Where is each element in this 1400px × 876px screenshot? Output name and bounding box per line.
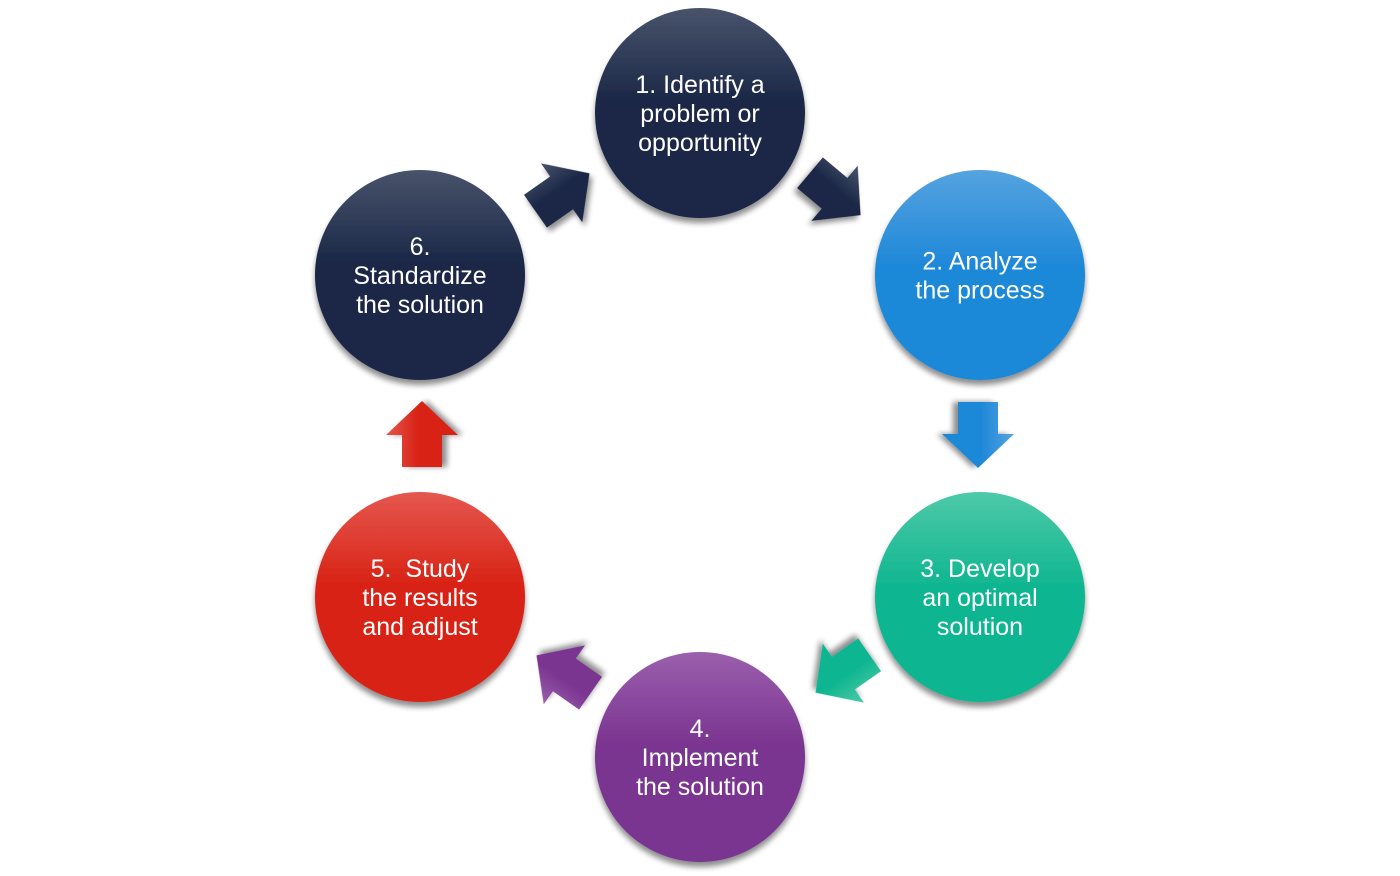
arrow-shape bbox=[536, 645, 603, 710]
arrow-step-2-to-3-icon bbox=[942, 402, 1014, 468]
step-label-line: the results bbox=[362, 584, 477, 612]
step-2-circle bbox=[875, 170, 1085, 380]
arrow-shape bbox=[797, 157, 861, 221]
step-4-circle bbox=[595, 652, 805, 862]
step-label-line: Standardize bbox=[353, 262, 486, 290]
arrow-step-6-to-1-icon bbox=[523, 163, 590, 228]
arrow-step-5-to-6-icon bbox=[386, 401, 458, 467]
step-label-line: 1. Identify a bbox=[635, 71, 764, 99]
arrow-shape bbox=[386, 401, 458, 467]
arrow-step-1-to-2-icon bbox=[797, 157, 861, 221]
arrow-step-4-to-5-icon bbox=[536, 645, 603, 710]
arrow-step-3-to-4-icon bbox=[815, 638, 882, 703]
step-label-line: 4. bbox=[690, 715, 711, 743]
step-label-line: the process bbox=[915, 277, 1044, 305]
step-label-line: 5. Study bbox=[371, 555, 470, 583]
step-5-circle bbox=[315, 492, 525, 702]
arrow-shape bbox=[523, 163, 590, 228]
connector-arrows bbox=[386, 157, 1014, 710]
step-label-line: opportunity bbox=[638, 129, 762, 157]
step-label-line: the solution bbox=[356, 291, 484, 319]
step-label-line: solution bbox=[937, 613, 1023, 641]
step-label-line: problem or bbox=[640, 100, 760, 128]
step-1-circle bbox=[595, 8, 805, 218]
step-label-line: Implement bbox=[642, 744, 759, 772]
step-label-line: 2. Analyze bbox=[922, 248, 1037, 276]
step-label-line: and adjust bbox=[362, 613, 477, 641]
arrow-shape bbox=[815, 638, 882, 703]
step-label-line: 3. Develop bbox=[920, 555, 1040, 583]
step-label-line: 6. bbox=[410, 233, 431, 261]
arrow-shape bbox=[942, 402, 1014, 468]
step-6-circle bbox=[315, 170, 525, 380]
step-label-line: an optimal bbox=[922, 584, 1037, 612]
step-label-line: the solution bbox=[636, 773, 764, 801]
step-3-circle bbox=[875, 492, 1085, 702]
